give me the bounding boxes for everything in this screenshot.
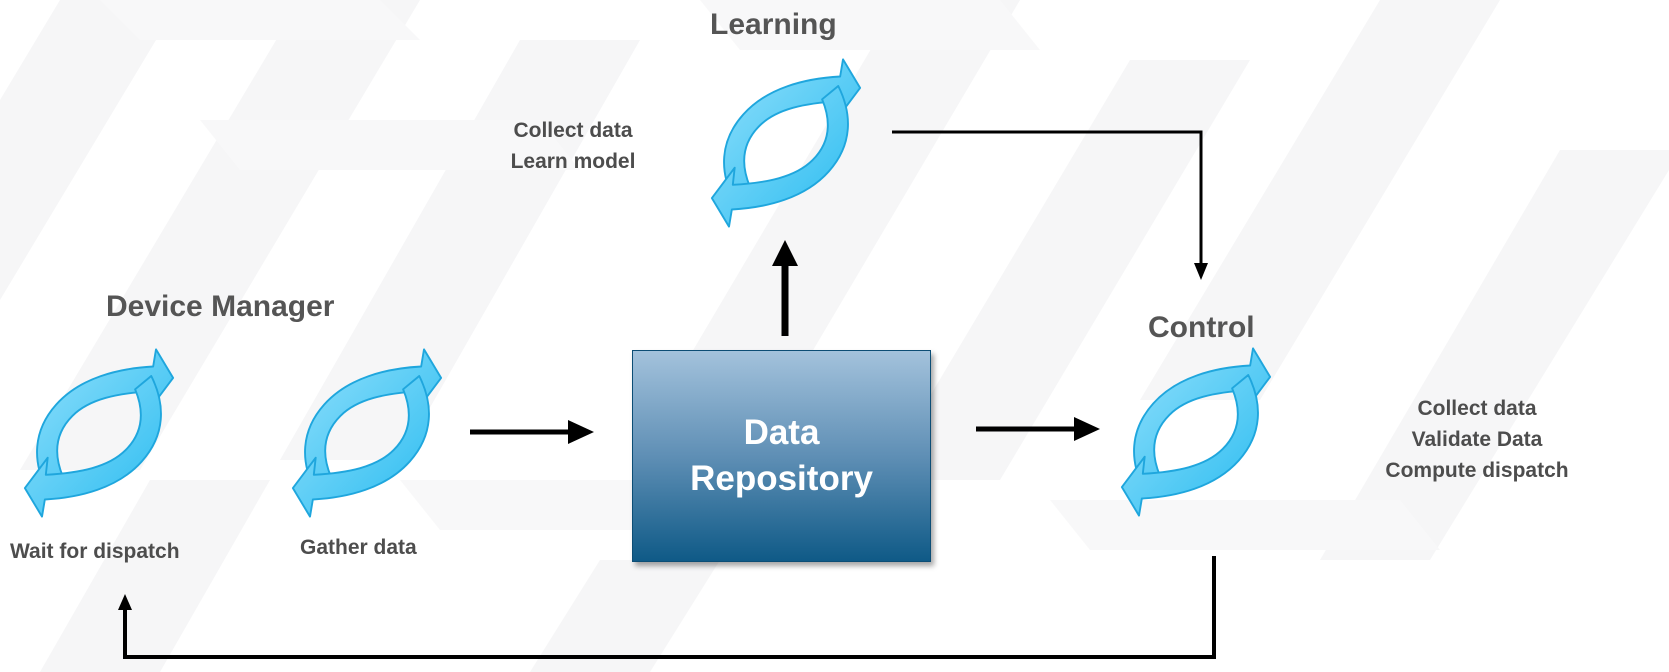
arrow-up-icon xyxy=(118,556,1216,659)
arrow-down-icon xyxy=(892,130,1208,280)
control-step: Collect data xyxy=(1417,397,1537,420)
gather-cycle-icon xyxy=(291,348,443,518)
repository-line: Data xyxy=(743,413,820,452)
control-cycle-icon xyxy=(1120,347,1272,517)
learning-steps: Collect data Learn model xyxy=(484,115,662,177)
arrow-right-icon xyxy=(470,420,594,444)
learning-cycle-icon xyxy=(710,58,862,228)
wait-for-dispatch-label: Wait for dispatch xyxy=(10,540,180,563)
control-steps: Collect data Validate Data Compute dispa… xyxy=(1318,393,1636,486)
data-repository-box: Data Repository xyxy=(632,350,931,562)
repository-line: Repository xyxy=(690,459,873,498)
learning-title: Learning xyxy=(710,8,837,41)
learning-step: Collect data xyxy=(513,119,633,142)
control-title: Control xyxy=(1148,311,1255,344)
learning-step: Learn model xyxy=(510,150,636,173)
arrow-right-icon xyxy=(976,417,1100,441)
gather-data-label: Gather data xyxy=(300,536,417,559)
control-step: Validate Data xyxy=(1411,428,1543,451)
device-manager-title: Device Manager xyxy=(106,290,335,323)
control-step: Compute dispatch xyxy=(1385,459,1569,482)
wait-cycle-icon xyxy=(23,348,175,518)
arrow-up-icon xyxy=(772,240,798,336)
